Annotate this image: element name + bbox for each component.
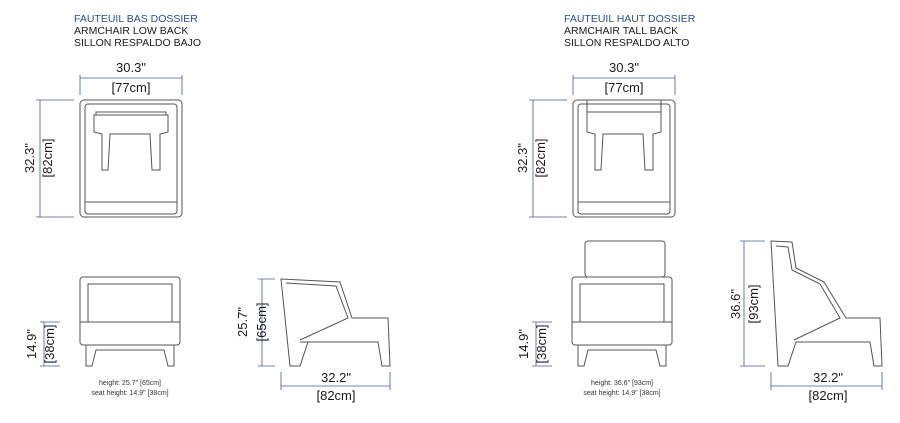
low-side-depth-in: 32.2" — [321, 370, 351, 385]
low-seat-cm: [38cm] — [42, 324, 57, 363]
low-height-in: 25.7" — [235, 307, 250, 337]
low-title-es: SILLON RESPALDO BAJO — [74, 37, 201, 49]
low-width-cm: [77cm] — [111, 80, 150, 95]
low-side-view — [258, 278, 391, 390]
low-height-cm: [65cm] — [254, 302, 269, 341]
tall-seat-cm: [38cm] — [534, 324, 549, 363]
low-note-seat: seat height: 14.9" [38cm] — [91, 390, 168, 397]
tall-side-view — [740, 240, 883, 390]
low-back-title-block: FAUTEUIL BAS DOSSIER ARMCHAIR LOW BACK S… — [74, 13, 201, 49]
tall-seat-in: 14.9" — [516, 329, 531, 359]
low-top-view — [36, 75, 183, 218]
tall-top-view — [529, 75, 676, 218]
tall-title-es: SILLON RESPALDO ALTO — [564, 37, 689, 49]
tall-back-title-block: FAUTEUIL HAUT DOSSIER ARMCHAIR TALL BACK… — [564, 13, 696, 49]
low-depth-cm: [82cm] — [40, 138, 55, 177]
tall-title: FAUTEUIL HAUT DOSSIER — [564, 13, 696, 25]
tall-depth-in: 32.3" — [515, 143, 530, 173]
tall-side-depth-in: 32.2" — [813, 370, 843, 385]
tall-width-cm: [77cm] — [604, 80, 643, 95]
low-note-height: height: 25.7" [65cm] — [99, 380, 161, 387]
tall-depth-cm: [82cm] — [533, 138, 548, 177]
tall-title-en: ARMCHAIR TALL BACK — [564, 25, 678, 37]
low-width-in: 30.3" — [116, 60, 146, 75]
tall-side-depth-cm: [82cm] — [808, 388, 847, 403]
low-front-view — [40, 276, 181, 367]
tall-height-cm: [93cm] — [746, 284, 761, 323]
low-title-en: ARMCHAIR LOW BACK — [74, 25, 188, 37]
tall-note-height: height: 36.6" [93cm] — [591, 380, 653, 387]
low-side-depth-cm: [82cm] — [316, 388, 355, 403]
low-title: FAUTEUIL BAS DOSSIER — [74, 13, 198, 25]
tall-width-in: 30.3" — [609, 60, 639, 75]
tall-height-in: 36.6" — [728, 289, 743, 319]
low-depth-in: 32.3" — [22, 143, 37, 173]
tall-front-view — [532, 240, 673, 367]
low-seat-in: 14.9" — [24, 329, 39, 359]
tall-note-seat: seat height: 14.9" [38cm] — [583, 390, 660, 397]
